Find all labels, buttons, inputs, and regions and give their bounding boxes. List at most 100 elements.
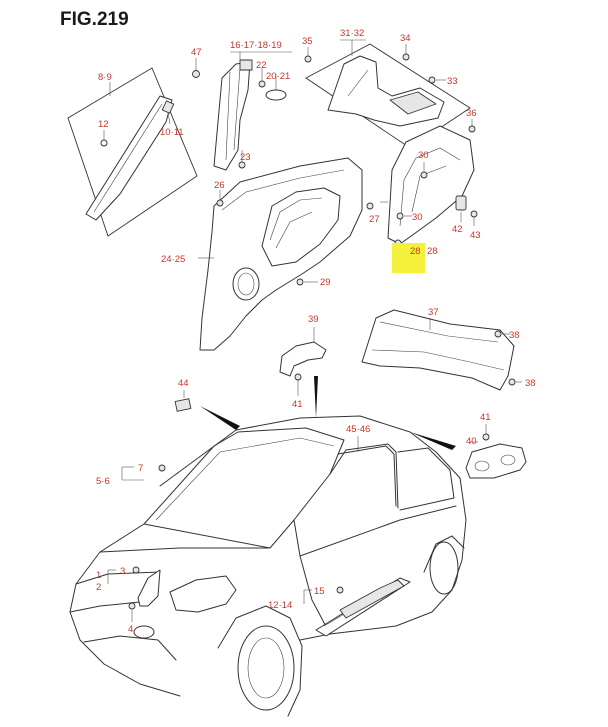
clip-36 [468,125,476,133]
car-roof-and-rear [159,415,467,641]
center-pillar-trim [213,61,251,171]
quarter-window-inner-edge-2 [275,211,313,249]
callout-47: 47 [191,47,202,58]
quarter-trim-edge [221,169,345,211]
callout-41a: 41 [292,399,303,410]
callout-22: 22 [256,60,267,71]
seat-belt-guide-20-21 [265,89,287,101]
callout-23: 23 [240,152,251,163]
clip-30a [420,171,428,179]
rear-side-trim-group [380,125,478,247]
luggage-side-trim [361,309,515,391]
callout-3: 3 [120,566,125,577]
front-pillar-panel [67,67,198,237]
callout-36: 36 [466,108,477,119]
callout-34: 34 [400,33,411,44]
room-lamp-lens-right [500,454,516,466]
arrow-to-pillar [200,406,240,430]
front-pillar-trim-group [67,67,198,237]
front-pillar-trim-edge [93,103,163,213]
rear-side-trim-contour-2 [411,165,447,213]
arrow-to-roof [314,376,318,418]
clip-27 [366,202,374,210]
callout-20-21: 20·21 [266,71,290,82]
callout-1: 1 [96,570,101,581]
rear-upper-trim-panel [305,43,471,149]
rear-upper-trim-edge [347,69,369,97]
callout-43: 43 [470,230,481,241]
callout-44: 44 [178,378,189,389]
callout-31-32: 31·32 [340,28,364,39]
center-pillar-trim-edge [225,71,231,161]
callout-16-19: 16·17·18·19 [230,40,282,51]
belt-line [299,505,457,557]
callout-26: 26 [214,180,225,191]
callout-38b: 38 [525,378,536,389]
quarter-trim-group [198,157,374,351]
front-bumper [83,635,177,661]
clip-26 [216,199,224,207]
bolt-22 [258,80,266,88]
luggage-trim-edge [379,321,499,343]
clip-34 [402,53,410,61]
callout-29: 29 [320,277,331,288]
clip-3 [132,566,140,574]
callout-4: 4 [128,624,133,635]
figure-title: FIG.219 [60,9,129,30]
room-lamp [465,443,527,479]
clip-7 [158,464,166,472]
callout-28-highlighted: 28 [410,246,421,257]
callout-37: 37 [428,307,439,318]
speaker-inner-ring [237,272,255,296]
callout-38a: 38 [509,330,520,341]
clip-47 [192,70,200,78]
fascia-middle [69,601,141,613]
car-body-outline [69,376,467,717]
quarter-window-opening [261,187,341,267]
hood-front-outline [69,523,181,697]
callout-12: 12 [98,119,109,130]
front-pillar-trim [85,95,173,221]
rear-upper-trim-bracket [389,91,437,115]
clip-23 [238,161,246,169]
luggage-trim-group [361,309,522,391]
callout-40: 40 [466,436,477,447]
center-pillar-trim-group [213,51,292,171]
highlight-box [392,243,425,273]
callout-33: 33 [447,76,458,87]
bolt-41a [294,373,302,381]
callout-2: 2 [96,582,101,593]
part-44 [174,398,192,412]
rear-upper-trim [327,55,445,127]
clip-15 [336,586,344,594]
luggage-trim-edge-2 [371,349,505,371]
windshield [143,427,345,549]
bolt-43 [470,210,478,218]
windshield-inner [155,437,335,521]
callout-30b: 30 [412,212,423,223]
clip-35 [304,55,312,63]
assist-grip-group [279,327,327,396]
callout-39: 39 [308,314,319,325]
sill-scuff-plate [339,579,405,619]
clip-4 [128,602,136,610]
front-wheel-arch [217,605,303,717]
weatherstrip [337,445,397,507]
center-pillar-clip [239,59,253,71]
rear-side-trim-contour [399,147,461,227]
rear-quarter-window [397,447,455,511]
hood-line [99,547,271,553]
arrow-to-rear [410,432,456,450]
room-lamp-lens-left [474,460,490,472]
speaker-grille [232,267,260,301]
front-tire [237,625,295,711]
front-rim [247,637,285,699]
callout-42: 42 [452,224,463,235]
door-window-frame [329,443,399,509]
door-front-edge [293,519,331,635]
quarter-window-inner-edge [269,197,323,241]
callout-15: 15 [314,586,325,597]
clip-38b [508,378,516,386]
